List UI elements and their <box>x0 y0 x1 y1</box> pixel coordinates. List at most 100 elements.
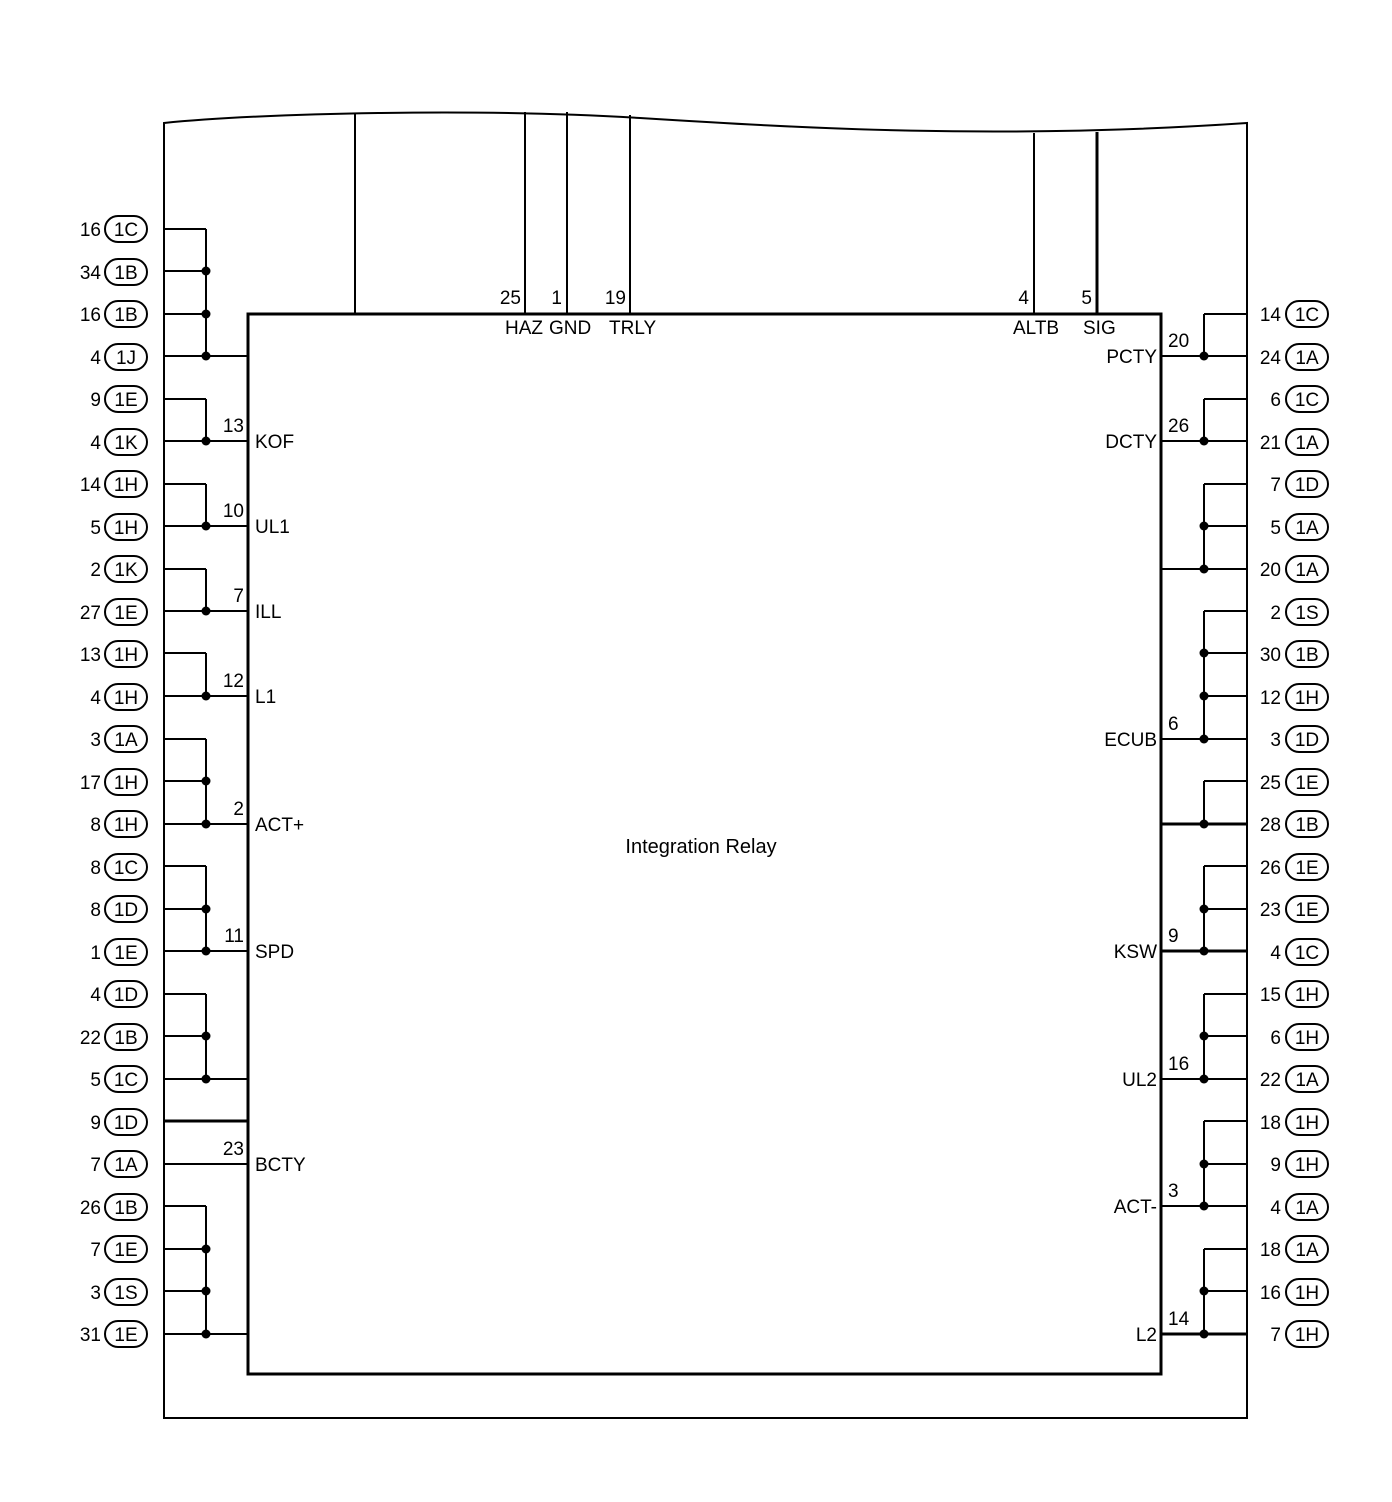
relay-title: Integration Relay <box>625 836 776 858</box>
connector-pin-number: 31 <box>80 1325 101 1346</box>
connector-badge <box>104 555 148 583</box>
connector-pin-number: 15 <box>1260 985 1281 1006</box>
connector-pin-number: 4 <box>90 688 101 709</box>
connector-pin-number: 3 <box>90 730 101 751</box>
connector-badge <box>1285 1023 1329 1051</box>
connector-pin-number: 7 <box>1270 1325 1281 1346</box>
connector-pin-number: 26 <box>1260 858 1281 879</box>
connector-badge <box>104 1023 148 1051</box>
pin-number: 13 <box>223 416 244 437</box>
connector-id: 1B <box>1295 645 1318 666</box>
connector-pin-number: 9 <box>90 390 101 411</box>
connector-badge <box>1285 725 1329 753</box>
connector-badge <box>1285 470 1329 498</box>
connector-id: 1H <box>114 475 138 496</box>
connector-badge <box>104 1150 148 1178</box>
connector-pin-number: 2 <box>1270 603 1281 624</box>
pin-number: 9 <box>1168 926 1179 947</box>
connector-id: 1E <box>114 603 137 624</box>
connector-badge <box>104 640 148 668</box>
connector-badge <box>104 385 148 413</box>
pin-number: 26 <box>1168 416 1189 437</box>
connector-badge <box>1285 300 1329 328</box>
connector-pin-number: 3 <box>90 1283 101 1304</box>
connector-pin-number: 1 <box>90 943 101 964</box>
connector-pin-number: 5 <box>1270 518 1281 539</box>
connector-id: 1C <box>1295 305 1319 326</box>
connector-id: 1H <box>1295 1028 1319 1049</box>
connector-id: 1J <box>116 348 136 369</box>
pin-name: TRLY <box>609 318 656 339</box>
connector-pin-number: 8 <box>90 900 101 921</box>
connector-label: 30 1B <box>1260 640 1329 668</box>
pin-name: L1 <box>255 687 276 708</box>
connector-pin-number: 16 <box>1260 1283 1281 1304</box>
connector-pin-number: 8 <box>90 858 101 879</box>
connector-pin-number: 7 <box>90 1240 101 1261</box>
connector-pin-number: 2 <box>90 560 101 581</box>
connector-pin-number: 18 <box>1260 1240 1281 1261</box>
connector-id: 1B <box>1295 815 1318 836</box>
connector-badge <box>1285 980 1329 1008</box>
connector-id: 1S <box>114 1283 137 1304</box>
connector-id: 1C <box>114 220 138 241</box>
connector-badge <box>1285 1193 1329 1221</box>
connector-badge <box>1285 1320 1329 1348</box>
pin-name: HAZ <box>505 318 543 339</box>
connector-pin-number: 21 <box>1260 433 1281 454</box>
connector-badge <box>1285 513 1329 541</box>
connector-label: 16 1H <box>1260 1278 1329 1306</box>
pin-name: L2 <box>1136 1325 1157 1346</box>
connector-badge <box>1285 1278 1329 1306</box>
pin-number: 25 <box>500 288 521 309</box>
connector-pin-number: 4 <box>1270 1198 1281 1219</box>
connector-id: 1B <box>114 305 137 326</box>
connector-badge <box>1285 385 1329 413</box>
connector-badge <box>104 428 148 456</box>
connector-id: 1D <box>114 985 138 1006</box>
pin-name: SIG <box>1083 318 1116 339</box>
connector-id: 1H <box>1295 1283 1319 1304</box>
connector-pin-number: 30 <box>1260 645 1281 666</box>
pin-name: ILL <box>255 602 281 623</box>
pin-name: UL1 <box>255 517 290 538</box>
connector-id: 1A <box>114 730 138 751</box>
connector-id: 1H <box>114 645 138 666</box>
connector-id: 1E <box>114 1240 137 1261</box>
connector-badge <box>104 1193 148 1221</box>
connector-id: 1C <box>114 1070 138 1091</box>
connector-badge <box>104 598 148 626</box>
connector-pin-number: 14 <box>1260 305 1282 326</box>
connector-id: 1A <box>114 1155 138 1176</box>
pin-name: ACT+ <box>255 815 304 836</box>
connector-pin-number: 20 <box>1260 560 1281 581</box>
pin-number: 11 <box>224 926 244 947</box>
connector-badge <box>104 513 148 541</box>
top-pin-labels: 25 HAZ 1 GND 19 TRLY 4 ALTB 5 SIG <box>500 288 1116 339</box>
connector-badge <box>1285 598 1329 626</box>
connector-badge <box>1285 810 1329 838</box>
connector-label: 14 1C <box>1260 300 1329 328</box>
